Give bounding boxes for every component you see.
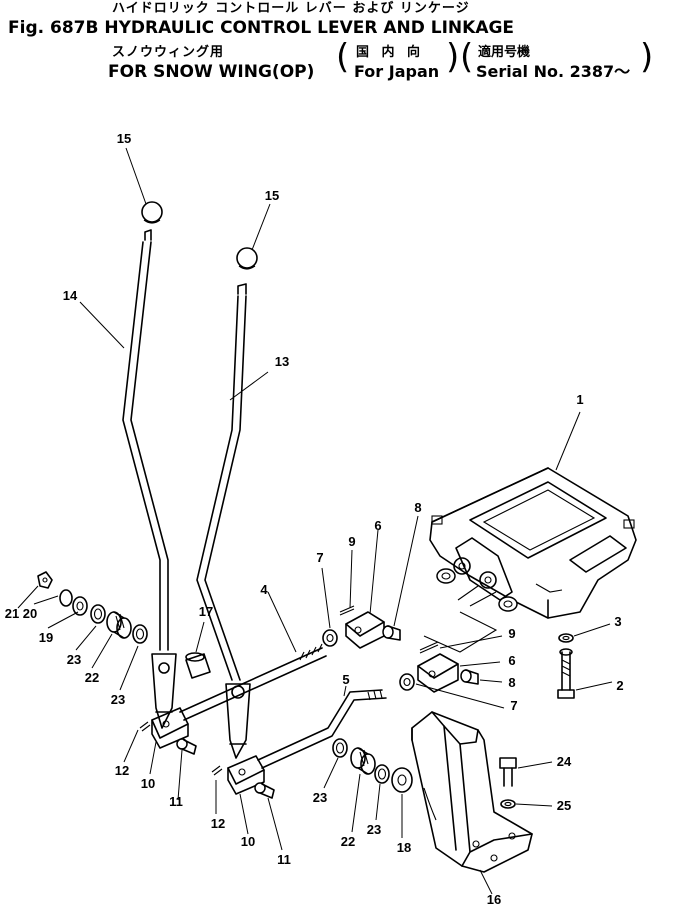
nut-upper [322,629,338,647]
clevis-left [151,707,189,749]
snap-ring [59,589,73,607]
cotter-pin-lower [419,641,439,654]
callout-22-lower: 22 [341,834,355,849]
callout-11-left: 11 [169,794,183,809]
pin-upper [382,625,401,641]
callout-21: 21 [5,606,19,621]
callout-24: 24 [557,754,572,769]
leader-lines [17,147,613,895]
serial-japanese: 適用号機 [478,45,531,60]
callout-labels: 1 2 3 4 5 6 6 7 7 8 8 9 9 10 10 11 11 12… [5,131,624,907]
spacer-washer-18 [391,767,413,793]
title-japanese: ハイドロリック コントロール レバー および リンケージ [112,1,470,16]
control-lever-left [122,229,177,729]
mounting-bolt [557,648,575,699]
callout-6-lower: 6 [508,653,515,668]
callout-23-left-b: 23 [111,692,125,707]
subtitle: FOR SNOW WING(OP) [108,62,315,82]
linkage-rod-upper [179,643,327,721]
callout-13: 13 [275,354,289,369]
callout-10-left: 10 [141,776,155,791]
bushing [185,652,211,679]
cotter-pin-upper [339,605,355,616]
callout-7-lower: 7 [510,698,517,713]
paren-right-japan: ) [446,37,460,77]
mounting-bracket [411,711,533,873]
clevis-right [227,755,265,795]
paren-left-japan: ( [336,37,350,77]
callout-22-left: 22 [85,670,99,685]
callout-23-lower-a: 23 [313,790,327,805]
pin-lower [460,669,479,685]
callout-8-lower: 8 [508,675,515,690]
callout-14: 14 [63,288,78,303]
figure-title: Fig. 687B HYDRAULIC CONTROL LEVER AND LI… [8,18,515,38]
pin-right-clevis [254,782,275,799]
for-japan-label: For Japan [354,62,440,81]
elbow-fitting [37,571,53,589]
callout-18: 18 [397,840,411,855]
washer-19 [72,596,88,616]
serial-number: Serial No. 2387～ [476,62,631,81]
linkage-rod-lower [257,689,387,769]
paren-right-serial: ) [640,37,654,77]
callout-3: 3 [614,614,621,629]
paren-left-serial: ( [460,37,474,77]
lever-knob-right [236,247,258,270]
callout-25: 25 [557,798,571,813]
callout-4: 4 [260,582,268,597]
callout-20: 20 [23,606,37,621]
rod-end-upper [345,611,385,649]
callout-16: 16 [487,892,501,907]
callout-23-lower-b: 23 [367,822,381,837]
cotter-pin-right [211,765,223,776]
seal-23-left-b [132,624,148,644]
callout-12-left: 12 [115,763,129,778]
callout-11-right: 11 [277,852,291,867]
callout-15-left: 15 [117,131,131,146]
control-valve-housing [423,467,637,653]
for-japan-japanese: 国 内 向 [356,45,425,60]
bracket-washer [500,799,516,809]
subtitle-japanese: スノウウィング用 [112,45,225,60]
callout-19: 19 [39,630,53,645]
callout-8-upper: 8 [414,500,421,515]
seal-23-lower-a [332,738,348,758]
seal-23-left-a [90,604,106,624]
rod-end-lower [417,653,459,693]
control-lever-right [196,283,251,759]
nut-lower [399,673,415,691]
callout-5: 5 [342,672,349,687]
callout-12-right: 12 [211,816,225,831]
callout-15-right: 15 [265,188,279,203]
callout-10-right: 10 [241,834,255,849]
callout-7-upper: 7 [316,550,323,565]
lock-washer [558,633,574,643]
callout-9-upper: 9 [348,534,355,549]
lever-knob-left [141,201,163,224]
callout-6-upper: 6 [374,518,381,533]
bearing-22-lower [350,747,376,775]
callout-9-lower: 9 [508,626,515,641]
pin-left-clevis [176,738,197,755]
bracket-bolt [499,757,517,787]
callout-1: 1 [576,392,583,407]
seal-23-lower-b [374,764,390,784]
bearing-22-left [106,611,132,639]
callout-23-left-a: 23 [67,652,81,667]
callout-17: 17 [199,604,213,619]
callout-2: 2 [616,678,623,693]
cotter-pin-left [139,721,151,732]
